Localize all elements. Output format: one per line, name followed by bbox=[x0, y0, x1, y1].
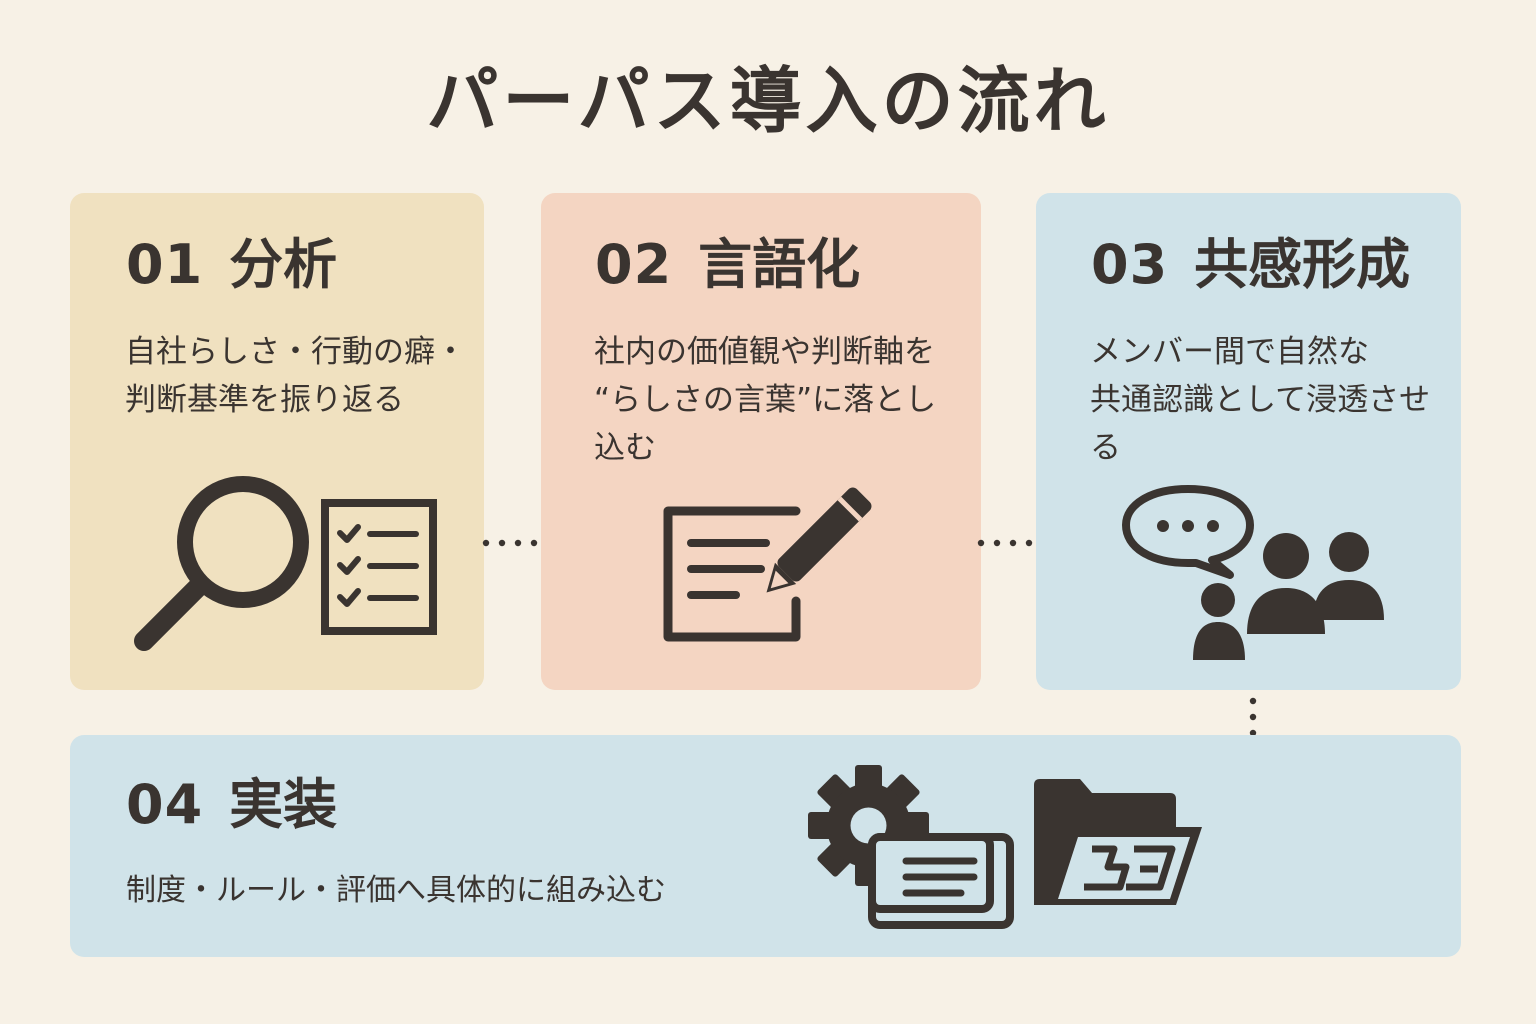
step-number: 02 bbox=[595, 233, 673, 296]
people-group-icon bbox=[1193, 532, 1384, 660]
step-heading: 04 実装 bbox=[126, 775, 337, 834]
step-title: 共感形成 bbox=[1194, 233, 1411, 296]
magnifier-icon bbox=[134, 476, 309, 651]
step-description: 自社らしさ・行動の癖・ 判断基準を振り返る bbox=[125, 334, 466, 419]
step-description: 社内の価値観や判断軸を “らしさの言葉”に落とし 込む bbox=[594, 334, 937, 467]
page-title: パーパス導入の流れ bbox=[426, 59, 1110, 143]
step-heading: 01 分析 bbox=[126, 235, 337, 294]
step-title: 言語化 bbox=[698, 233, 861, 296]
step-number: 04 bbox=[126, 773, 204, 836]
note-pencil-icon bbox=[663, 487, 872, 642]
step-heading: 03 共感形成 bbox=[1091, 235, 1410, 294]
step-card-implementation: 04 実装 制度・ルール・評価へ具体的に組み込む bbox=[70, 735, 1461, 957]
folder-icon bbox=[1034, 779, 1202, 905]
step-title: 実装 bbox=[229, 773, 338, 836]
step-card-verbalization: 02 言語化 社内の価値観や判断軸を “らしさの言葉”に落とし 込む bbox=[541, 193, 981, 690]
step-number: 03 bbox=[1091, 233, 1169, 296]
step-title: 分析 bbox=[229, 233, 338, 296]
step-card-empathy: 03 共感形成 メンバー間で自然な 共通認識として浸透させる bbox=[1036, 193, 1461, 690]
speech-bubble-icon bbox=[1122, 485, 1254, 579]
step-description: メンバー間で自然な 共通認識として浸透させる bbox=[1090, 334, 1431, 467]
checklist-icon bbox=[321, 499, 437, 635]
step-card-analysis: 01 分析 自社らしさ・行動の癖・ 判断基準を振り返る bbox=[70, 193, 484, 690]
step-number: 01 bbox=[126, 233, 204, 296]
step-description: 制度・ルール・評価へ具体的に組み込む bbox=[126, 873, 666, 908]
step-heading: 02 言語化 bbox=[595, 235, 860, 294]
document-icon bbox=[868, 833, 1014, 929]
